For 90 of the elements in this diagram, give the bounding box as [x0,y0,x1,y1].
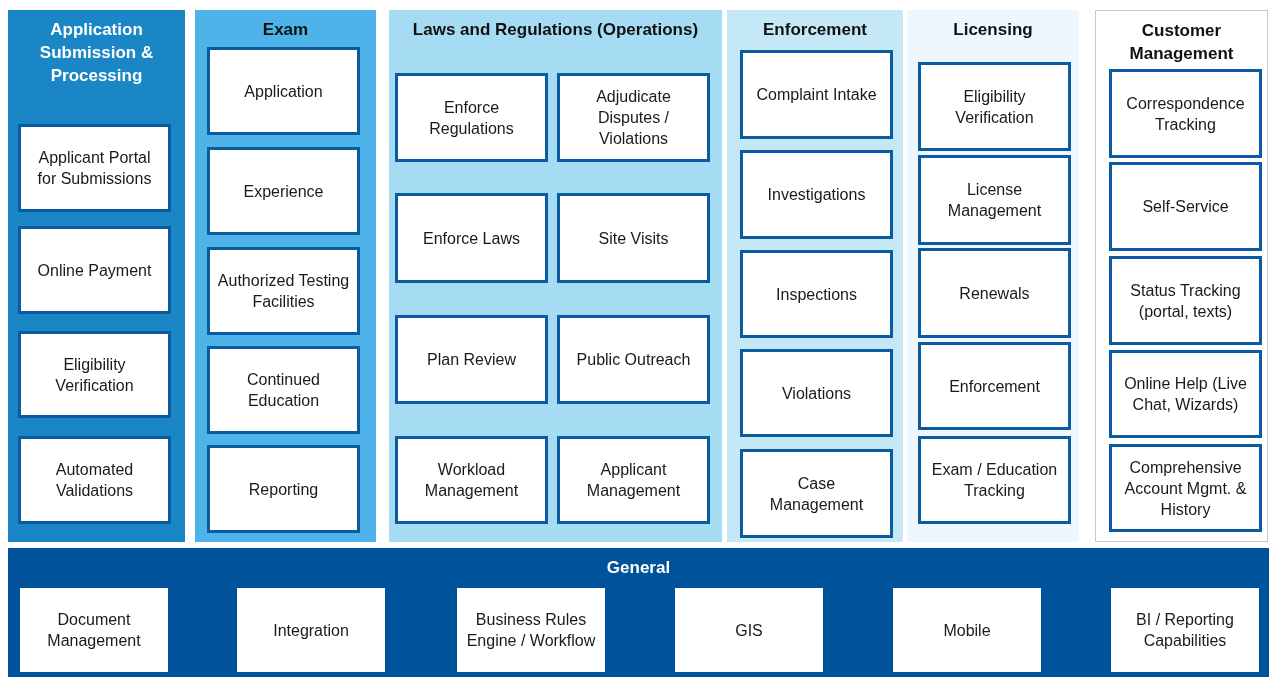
function-label: Continued Education [246,370,321,411]
function-box [395,193,548,283]
function-box [918,342,1071,430]
function-label: Inspections [776,284,857,305]
function-box [918,155,1071,245]
function-label: GIS [735,620,763,641]
function-label: Status Tracking (portal, texts) [1129,280,1242,322]
function-label: Eligibility Verification [54,354,135,396]
function-box [675,588,823,672]
function-label: Site Visits [598,228,669,249]
function-box [740,349,893,437]
function-box [18,436,171,524]
function-box [1109,444,1262,532]
function-label: Case Management [768,473,865,515]
function-label: Comprehensive Account Mgmt. & History [1123,457,1248,520]
panel-heading: Application Submission & Processing [38,19,155,87]
category-panel [1095,10,1268,542]
function-label: Exam / Education Tracking [930,460,1059,501]
function-label: Renewals [959,283,1030,304]
function-label: Enforce Laws [423,228,520,249]
function-label: Integration [273,620,349,641]
function-label: Adjudicate Disputes / Violations [595,87,672,149]
category-panel [8,548,1269,677]
function-box [20,588,168,672]
function-label: Automated Validations [54,460,135,501]
function-box [740,50,893,139]
function-box [207,346,360,434]
function-box [395,73,548,162]
function-box [207,247,360,335]
function-box [557,193,710,283]
function-label: Plan Review [427,350,516,370]
function-box [457,588,605,672]
function-label: Eligibility Verification [954,86,1035,128]
function-label: Violations [781,383,852,404]
function-box [918,436,1071,524]
category-panel [195,10,376,542]
function-box [918,62,1071,151]
category-panel [907,10,1079,542]
function-box [557,315,710,404]
function-box [740,449,893,538]
panel-heading: Customer Management [1128,20,1235,65]
function-box [740,250,893,338]
function-label: Business Rules Engine / Workflow [465,610,597,651]
function-box [395,315,548,404]
function-box [395,436,548,524]
function-box [18,226,171,314]
function-box [207,147,360,235]
function-label: Applicant Portal for Submissions [36,148,153,189]
function-label: Online Help (Live Chat, Wizards) [1123,374,1248,415]
function-label: Experience [243,181,324,202]
function-box [1109,69,1262,158]
function-label: Self-Service [1142,197,1229,217]
function-label: Applicant Management [585,460,682,501]
category-panel [8,10,185,542]
function-label: Mobile [943,620,991,641]
function-box [207,47,360,135]
function-label: BI / Reporting Capabilities [1135,610,1235,651]
function-box [1109,256,1262,345]
function-label: Enforce Regulations [428,97,515,139]
panel-heading: Exam [262,19,309,41]
function-box [1109,350,1262,438]
function-box [740,150,893,239]
panel-heading: Licensing [953,19,1033,41]
category-panel [389,10,722,542]
function-box [1111,588,1259,672]
function-label: Document Management [46,610,142,651]
function-box [918,248,1071,338]
function-label: Online Payment [37,260,152,281]
function-box [1109,162,1262,251]
function-box [18,331,171,418]
function-label: Investigations [767,185,866,205]
panel-heading: Laws and Regulations (Operations) [412,19,699,41]
function-box [207,445,360,533]
function-box [557,436,710,524]
function-box [893,588,1041,672]
function-label: Application [244,81,323,102]
panel-heading: Enforcement [763,19,867,41]
panel-heading: General [606,557,671,579]
function-label: Workload Management [423,460,520,501]
function-label: Public Outreach [576,350,691,370]
function-label: Correspondence Tracking [1125,93,1246,135]
function-box [18,124,171,212]
function-label: Reporting [248,479,319,500]
function-box [557,73,710,162]
function-box [237,588,385,672]
function-label: Authorized Testing Facilities [216,271,351,312]
function-label: Complaint Intake [756,85,877,105]
function-label: License Management [946,180,1043,221]
category-panel [727,10,903,542]
function-label: Enforcement [949,376,1040,397]
